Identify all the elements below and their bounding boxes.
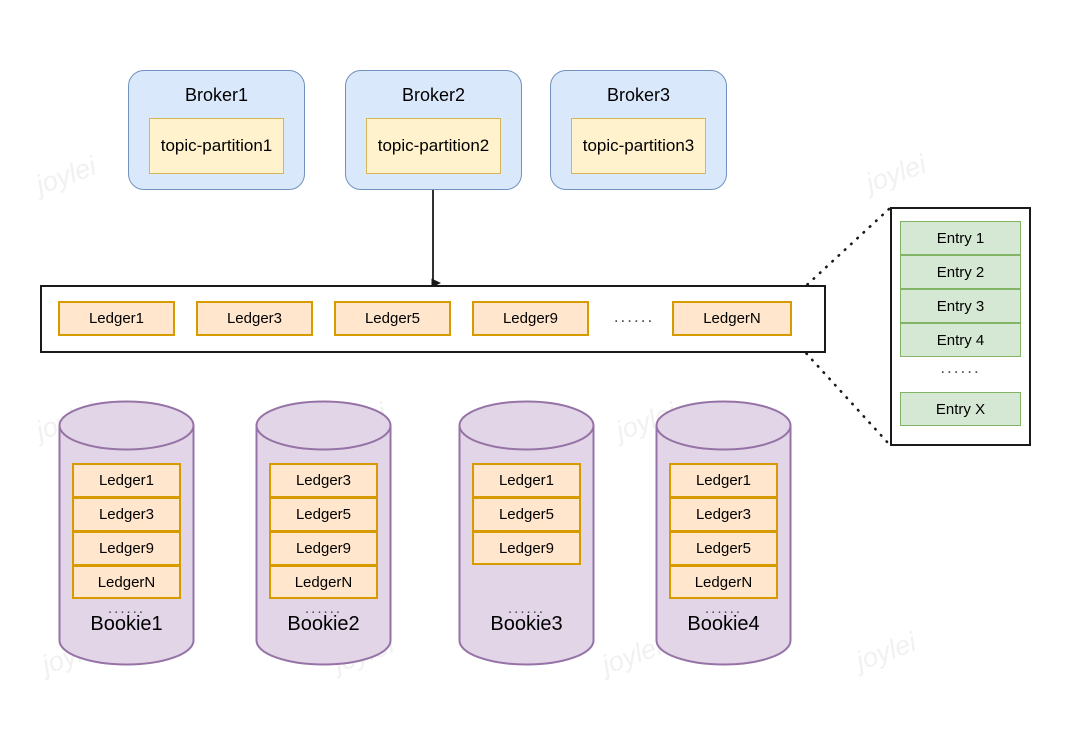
bookie-ledger-item[interactable]: Ledger3 bbox=[669, 497, 778, 531]
bookie-ledger-item[interactable]: LedgerN bbox=[269, 565, 378, 599]
ledger-chip[interactable]: Ledger5 bbox=[334, 301, 451, 336]
ledger-chip[interactable]: Ledger9 bbox=[472, 301, 589, 336]
ledger-chip[interactable]: Ledger1 bbox=[58, 301, 175, 336]
ledger-strip-ellipsis: ...... bbox=[613, 307, 655, 326]
bookie-ledger-item[interactable]: Ledger3 bbox=[72, 497, 181, 531]
bookie-ledger-item[interactable]: LedgerN bbox=[669, 565, 778, 599]
broker-box-1[interactable]: Broker1 topic-partition1 bbox=[128, 70, 305, 190]
broker-box-3[interactable]: Broker3 topic-partition3 bbox=[550, 70, 727, 190]
ledger-chip[interactable]: Ledger3 bbox=[196, 301, 313, 336]
broker-box-2[interactable]: Broker2 topic-partition2 bbox=[345, 70, 522, 190]
bookie-ledger-item[interactable]: Ledger5 bbox=[269, 497, 378, 531]
bookie-label: Bookie3 bbox=[490, 613, 563, 635]
topic-partition-box[interactable]: topic-partition1 bbox=[149, 118, 284, 174]
bookie-ellipsis: ...... bbox=[304, 600, 342, 617]
ledgern-leader-bottom bbox=[793, 339, 891, 446]
bookie-ledger-item[interactable]: Ledger1 bbox=[72, 463, 181, 497]
bookie-label: Bookie4 bbox=[687, 613, 760, 635]
broker-title: Broker2 bbox=[401, 85, 466, 105]
entry-cell[interactable]: Entry 1 bbox=[900, 221, 1021, 255]
bookie-ledger-item[interactable]: Ledger9 bbox=[269, 531, 378, 565]
ledger-chip[interactable]: LedgerN bbox=[672, 301, 792, 336]
entry-cell[interactable]: Entry 4 bbox=[900, 323, 1021, 357]
broker-title: Broker1 bbox=[184, 85, 249, 105]
topic-partition-box[interactable]: topic-partition2 bbox=[366, 118, 501, 174]
bookie-ledger-item[interactable]: LedgerN bbox=[72, 565, 181, 599]
bookie-ellipsis: ...... bbox=[507, 600, 545, 617]
broker-title: Broker3 bbox=[606, 85, 671, 105]
entry-cell-last[interactable]: Entry X bbox=[900, 392, 1021, 426]
entry-panel-ellipsis: ...... bbox=[940, 358, 981, 377]
bookie-ledger-item[interactable]: Ledger9 bbox=[72, 531, 181, 565]
ledgern-leader-top bbox=[793, 207, 891, 298]
bookie-ledger-item[interactable]: Ledger1 bbox=[472, 463, 581, 497]
bookie-ellipsis: ...... bbox=[704, 600, 742, 617]
bookie-label: Bookie1 bbox=[90, 613, 163, 635]
bookie-ellipsis: ...... bbox=[107, 600, 145, 617]
bookie-label: Bookie2 bbox=[287, 613, 360, 635]
bookie-ledger-item[interactable]: Ledger3 bbox=[269, 463, 378, 497]
entry-cell[interactable]: Entry 3 bbox=[900, 289, 1021, 323]
topic-partition-box[interactable]: topic-partition3 bbox=[571, 118, 706, 174]
bookie-ledger-item[interactable]: Ledger1 bbox=[669, 463, 778, 497]
bookie-ledger-item[interactable]: Ledger5 bbox=[669, 531, 778, 565]
entry-cell[interactable]: Entry 2 bbox=[900, 255, 1021, 289]
bookie-ledger-item[interactable]: Ledger9 bbox=[472, 531, 581, 565]
bookie-ledger-item[interactable]: Ledger5 bbox=[472, 497, 581, 531]
